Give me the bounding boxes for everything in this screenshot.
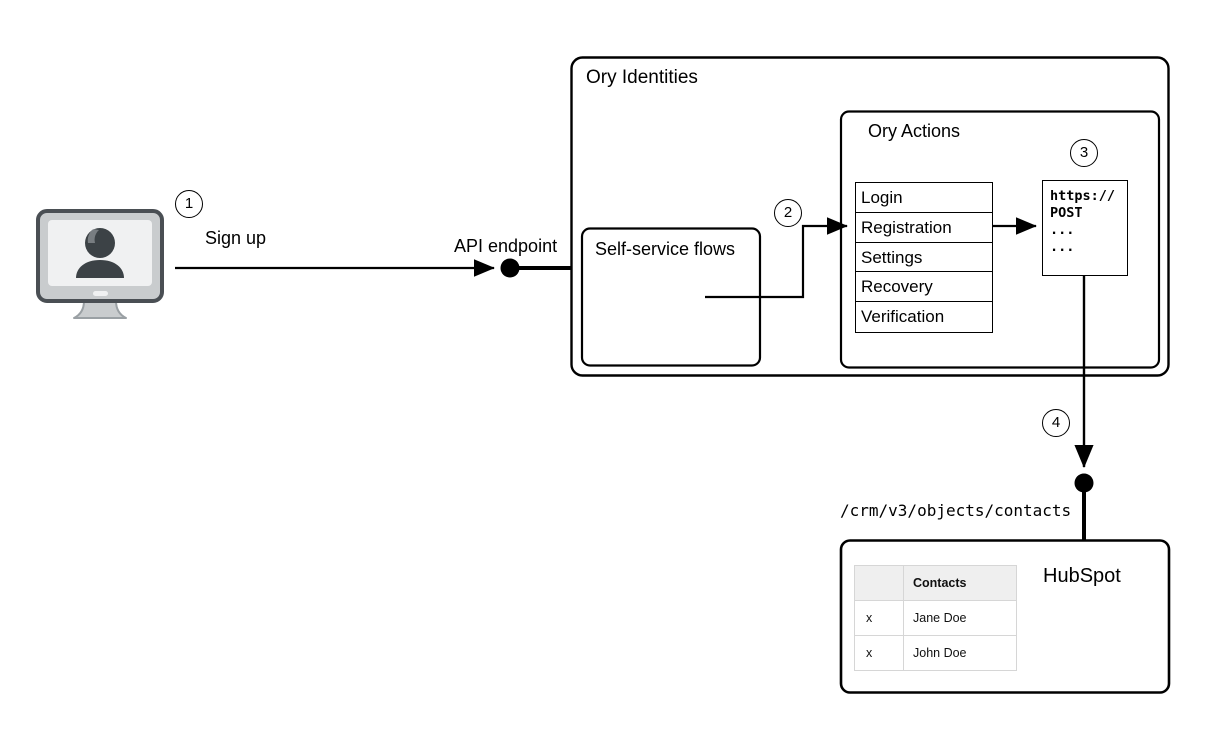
ory-actions-title: Ory Actions xyxy=(868,121,961,141)
selfservice-to-registration-arrow xyxy=(705,217,848,299)
webhook-line-body-1: ... xyxy=(1050,222,1075,238)
table-row[interactable]: x John Doe xyxy=(854,635,1017,671)
table-header-select xyxy=(854,565,904,601)
row-name-cell: John Doe xyxy=(903,635,1017,671)
self-service-flows-title: Self-service flows xyxy=(595,239,736,259)
webhook-line-body-2: ... xyxy=(1050,239,1075,255)
table-header-row: Contacts xyxy=(854,565,1017,601)
flow-item-login[interactable]: Login xyxy=(856,183,992,213)
step-badge-1: 1 xyxy=(175,190,203,218)
webhook-line-url: https:// xyxy=(1050,188,1116,204)
step-badge-4: 4 xyxy=(1042,409,1070,437)
ory-actions-flow-list: Login Registration Settings Recovery Ver… xyxy=(855,182,993,333)
api-endpoint-label: API endpoint xyxy=(454,236,558,256)
webhook-code-box: https:// POST ... ... xyxy=(1042,180,1128,276)
monitor-user-icon xyxy=(36,209,164,319)
hubspot-contacts-table: Contacts x Jane Doe x John Doe xyxy=(854,565,1017,671)
row-select-cell[interactable]: x xyxy=(854,635,904,671)
flow-item-verification[interactable]: Verification xyxy=(861,307,945,327)
step-badge-3: 3 xyxy=(1070,139,1098,167)
flow-item-registration[interactable]: Registration xyxy=(856,213,992,243)
row-select-cell[interactable]: x xyxy=(854,600,904,636)
flow-item-settings[interactable]: Settings xyxy=(856,243,992,273)
table-row[interactable]: x Jane Doe xyxy=(854,600,1017,636)
webhook-line-method: POST xyxy=(1050,205,1083,221)
hubspot-endpoint-path: /crm/v3/objects/contacts xyxy=(840,501,1072,520)
table-header-contacts: Contacts xyxy=(903,565,1017,601)
sign-up-label: Sign up xyxy=(205,228,267,248)
hubspot-title: HubSpot xyxy=(1043,565,1121,587)
flow-item-recovery[interactable]: Recovery xyxy=(856,272,992,303)
api-endpoint-dot xyxy=(500,258,520,278)
step-badge-2: 2 xyxy=(774,199,802,227)
row-name-cell: Jane Doe xyxy=(903,600,1017,636)
ory-identities-title: Ory Identities xyxy=(586,67,698,88)
